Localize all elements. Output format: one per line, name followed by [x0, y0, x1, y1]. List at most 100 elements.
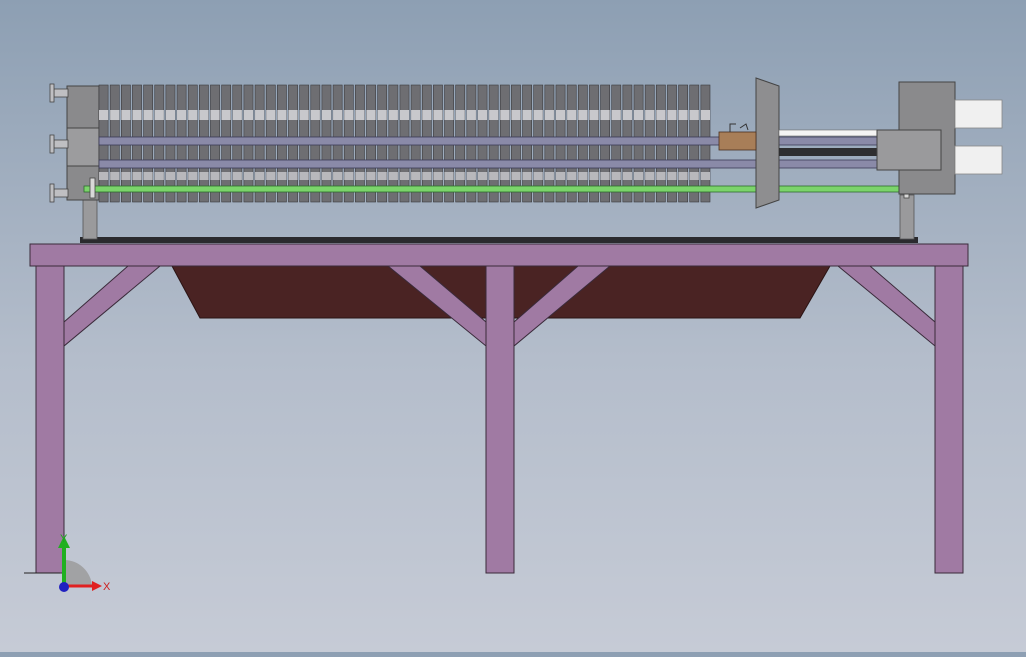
plate-band: [221, 172, 231, 180]
plate-band: [266, 172, 276, 180]
plate-band: [121, 172, 131, 180]
plate-band: [177, 172, 187, 180]
plate-band: [466, 172, 476, 180]
plate-band: [533, 110, 543, 120]
plate-band: [188, 110, 198, 120]
cylinder: [954, 99, 1003, 129]
base-rail: [80, 237, 918, 243]
plate-band: [500, 172, 510, 180]
plate-band: [143, 172, 153, 180]
plate-band: [188, 172, 198, 180]
plate-band: [377, 172, 387, 180]
plate-band: [633, 172, 644, 180]
plate-band: [277, 172, 287, 180]
frame-top-beam: [29, 243, 969, 267]
foot-left: [82, 198, 98, 240]
plate-band: [489, 172, 499, 180]
plate-band: [299, 110, 309, 120]
plate-band: [355, 172, 365, 180]
plate-band: [455, 172, 465, 180]
plate-band: [221, 110, 231, 120]
plate-band: [154, 110, 164, 120]
plate-band: [700, 172, 710, 180]
plate-band: [511, 110, 521, 120]
plate-band: [232, 110, 242, 120]
plate-band: [355, 110, 365, 120]
nozzle: [49, 83, 55, 103]
plate-band: [667, 172, 677, 180]
plate-band: [388, 110, 398, 120]
nozzle: [49, 134, 55, 154]
plate-band: [321, 172, 332, 180]
bracket-hook: [729, 123, 749, 132]
plate-band: [567, 172, 577, 180]
plate-band: [622, 110, 632, 120]
x-axis-label: X: [103, 581, 111, 593]
plate-band: [600, 172, 610, 180]
plate-band: [299, 172, 309, 180]
rod-end-left: [89, 177, 96, 199]
plate-band: [589, 110, 599, 120]
plate-band: [477, 172, 488, 180]
plate-band: [132, 172, 142, 180]
plate-band: [656, 172, 666, 180]
z-axis-dot: [59, 582, 69, 592]
plate-band: [466, 110, 476, 120]
plate-band: [433, 172, 443, 180]
plate-band: [411, 172, 421, 180]
plate-band: [555, 110, 566, 120]
plate-band: [689, 110, 699, 120]
plate-band: [154, 172, 164, 180]
plate-band: [310, 172, 320, 180]
cylinder: [954, 145, 1003, 175]
plate-band: [477, 110, 488, 120]
plate-band: [678, 172, 688, 180]
plate-band: [99, 172, 109, 180]
plate-band: [656, 110, 666, 120]
plate-band: [344, 172, 354, 180]
plate-band: [422, 172, 432, 180]
plate-band: [622, 172, 632, 180]
plate-band: [110, 110, 120, 120]
plate-band: [333, 172, 343, 180]
plate-band: [678, 110, 688, 120]
plate-band: [366, 172, 376, 180]
nozzle: [53, 188, 69, 198]
plate-band: [578, 172, 588, 180]
frame-brace: [513, 265, 612, 348]
plate-band: [489, 110, 499, 120]
plate-band: [645, 110, 655, 120]
plate-band: [567, 110, 577, 120]
plate-band: [600, 110, 610, 120]
plate-band: [444, 110, 454, 120]
plate-band: [667, 110, 677, 120]
plate-band: [243, 110, 254, 120]
plate-band: [344, 110, 354, 120]
plate-band: [333, 110, 343, 120]
plate-band: [589, 172, 599, 180]
plate-band: [199, 110, 209, 120]
plate-band: [288, 110, 298, 120]
plate-band: [132, 110, 142, 120]
support-frame: [29, 243, 969, 574]
plate-band: [555, 172, 566, 180]
plate-band: [210, 172, 220, 180]
plate-band: [243, 172, 254, 180]
plate-band: [366, 110, 376, 120]
plate-band: [633, 110, 644, 120]
tie-rod: [83, 185, 917, 193]
y-axis-label: Y: [60, 533, 68, 545]
frame-brace: [63, 265, 162, 348]
plate-band: [177, 110, 187, 120]
pull-bracket: [718, 131, 757, 151]
plate-band: [121, 110, 131, 120]
plate-band: [143, 110, 153, 120]
plate-band: [455, 110, 465, 120]
plate-band: [444, 172, 454, 180]
plate-band: [511, 172, 521, 180]
frame-leg-left: [35, 265, 65, 574]
plate-band: [255, 110, 265, 120]
plate-band: [255, 172, 265, 180]
